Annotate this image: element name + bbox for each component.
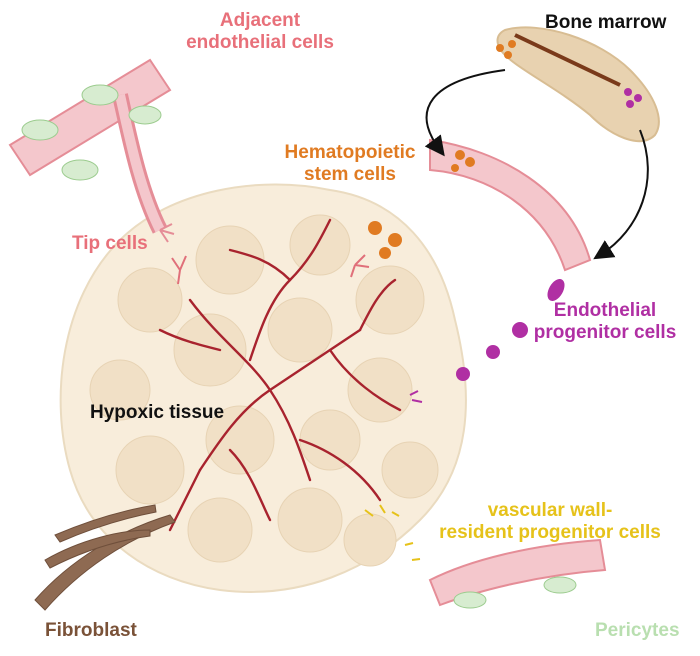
hypoxic-tissue-mass — [59, 183, 467, 593]
hematopoietic-cells — [368, 40, 516, 259]
endothelial-progenitor-label-line1: Endothelial — [553, 300, 657, 321]
vascular-wall-label-line1: vascular wall- — [487, 500, 613, 521]
adjacent-vessel — [8, 58, 175, 243]
tumor-vessel-network — [158, 218, 402, 532]
hematopoietic-label-line2: stem cells — [304, 164, 396, 185]
purple-sprout — [409, 390, 423, 403]
circulation-vessel — [429, 138, 592, 272]
hematopoietic-label-line1: Hematopoietic — [284, 142, 416, 163]
endothelial-progenitor-label: Endothelial progenitor cells — [510, 300, 700, 344]
adjacent-endothelial-label-line1: Adjacent — [219, 10, 301, 31]
vascular-wall-label-line2: resident progenitor cells — [439, 522, 661, 543]
hypoxic-tissue-label: Hypoxic tissue — [90, 402, 225, 423]
tip-cell-sprouts — [171, 254, 370, 285]
fibroblast-cells — [34, 504, 176, 611]
pericytes-label: Pericytes — [595, 620, 680, 641]
tip-cells-label: Tip cells — [72, 233, 148, 254]
endothelial-progenitor-label-line2: progenitor cells — [533, 322, 677, 343]
hematopoietic-label: Hematopoietic stem cells — [265, 142, 435, 186]
adjacent-endothelial-label: Adjacent endothelial cells — [180, 10, 340, 54]
adjacent-endothelial-label-line2: endothelial cells — [186, 32, 334, 53]
migration-arrows — [424, 69, 649, 260]
pericyte-vessel — [428, 538, 607, 609]
vascular-wall-label: vascular wall- resident progenitor cells — [410, 500, 690, 544]
bone-marrow-label: Bone marrow — [545, 12, 667, 33]
vascular-wall-cells — [364, 504, 421, 561]
bone-marrow-bone — [496, 26, 660, 143]
endothelial-progenitor-cells — [456, 88, 642, 381]
fibroblast-label: Fibroblast — [45, 620, 137, 641]
